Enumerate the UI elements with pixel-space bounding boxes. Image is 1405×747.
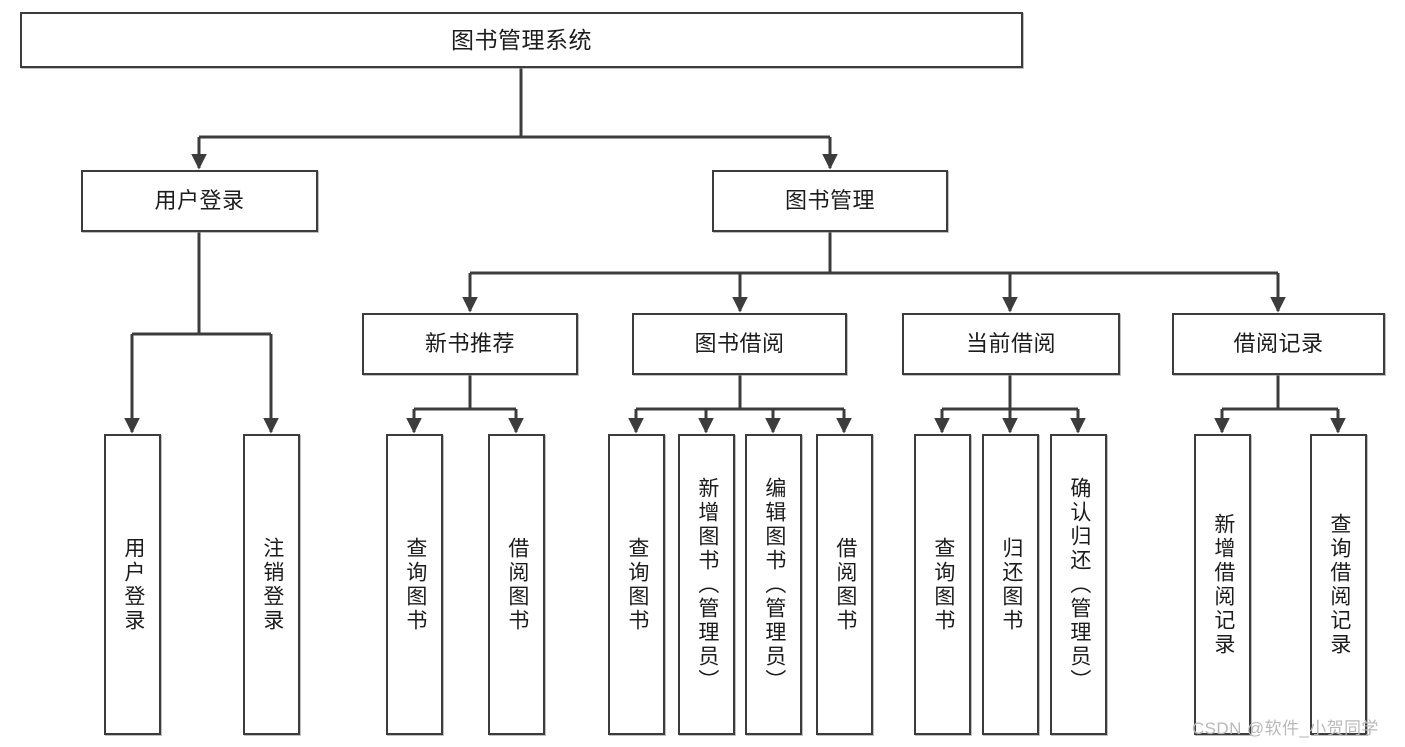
node-leaf-query-book-3-label: 查询图书	[931, 536, 955, 633]
watermark: CSDN @软件_小贺同学	[1192, 719, 1379, 738]
node-user-login-label: 用户登录	[154, 188, 245, 214]
node-root[interactable]: 图书管理系统	[20, 12, 1023, 68]
node-leaf-borrow-book-1[interactable]: 借阅图书	[488, 434, 545, 735]
node-leaf-user-login[interactable]: 用户登录	[104, 434, 161, 735]
node-leaf-confirm-return[interactable]: 确认归还（管理员）	[1050, 434, 1107, 735]
node-leaf-borrow-book-2[interactable]: 借阅图书	[816, 434, 873, 735]
node-leaf-user-login-label: 用户登录	[121, 536, 145, 633]
node-leaf-query-book-2[interactable]: 查询图书	[608, 434, 665, 735]
node-book-borrow-label: 图书借阅	[694, 331, 785, 357]
node-leaf-borrow-book-1-label: 借阅图书	[505, 536, 529, 633]
node-leaf-query-book-2-label: 查询图书	[625, 536, 649, 633]
node-leaf-logout-login[interactable]: 注销登录	[243, 434, 300, 735]
node-leaf-query-book-1[interactable]: 查询图书	[386, 434, 443, 735]
node-borrow-record-label: 借阅记录	[1233, 331, 1324, 357]
node-new-book-recommend[interactable]: 新书推荐	[362, 313, 578, 375]
node-leaf-query-book-3[interactable]: 查询图书	[914, 434, 971, 735]
node-leaf-edit-book-label: 编辑图书（管理员）	[762, 476, 786, 693]
node-leaf-edit-book[interactable]: 编辑图书（管理员）	[745, 434, 802, 735]
node-leaf-logout-login-label: 注销登录	[260, 536, 284, 633]
node-leaf-add-record-label: 新增借阅记录	[1211, 512, 1235, 657]
node-leaf-query-record-label: 查询借阅记录	[1327, 512, 1351, 657]
node-leaf-query-record[interactable]: 查询借阅记录	[1310, 434, 1367, 735]
node-leaf-add-book[interactable]: 新增图书（管理员）	[678, 434, 735, 735]
node-leaf-return-book-label: 归还图书	[999, 536, 1023, 633]
node-book-manage[interactable]: 图书管理	[712, 170, 948, 232]
node-new-book-recommend-label: 新书推荐	[424, 331, 515, 357]
node-leaf-query-book-1-label: 查询图书	[403, 536, 427, 633]
node-borrow-record[interactable]: 借阅记录	[1172, 313, 1385, 375]
node-leaf-add-book-label: 新增图书（管理员）	[695, 476, 719, 693]
node-leaf-confirm-return-label: 确认归还（管理员）	[1067, 476, 1091, 693]
node-book-borrow[interactable]: 图书借阅	[632, 313, 847, 375]
node-leaf-borrow-book-2-label: 借阅图书	[833, 536, 857, 633]
node-root-label: 图书管理系统	[451, 26, 592, 53]
node-leaf-add-record[interactable]: 新增借阅记录	[1194, 434, 1251, 735]
node-user-login[interactable]: 用户登录	[81, 170, 318, 232]
node-book-manage-label: 图书管理	[784, 188, 875, 214]
node-leaf-return-book[interactable]: 归还图书	[982, 434, 1039, 735]
node-current-borrow-label: 当前借阅	[965, 331, 1056, 357]
node-current-borrow[interactable]: 当前借阅	[902, 313, 1120, 375]
